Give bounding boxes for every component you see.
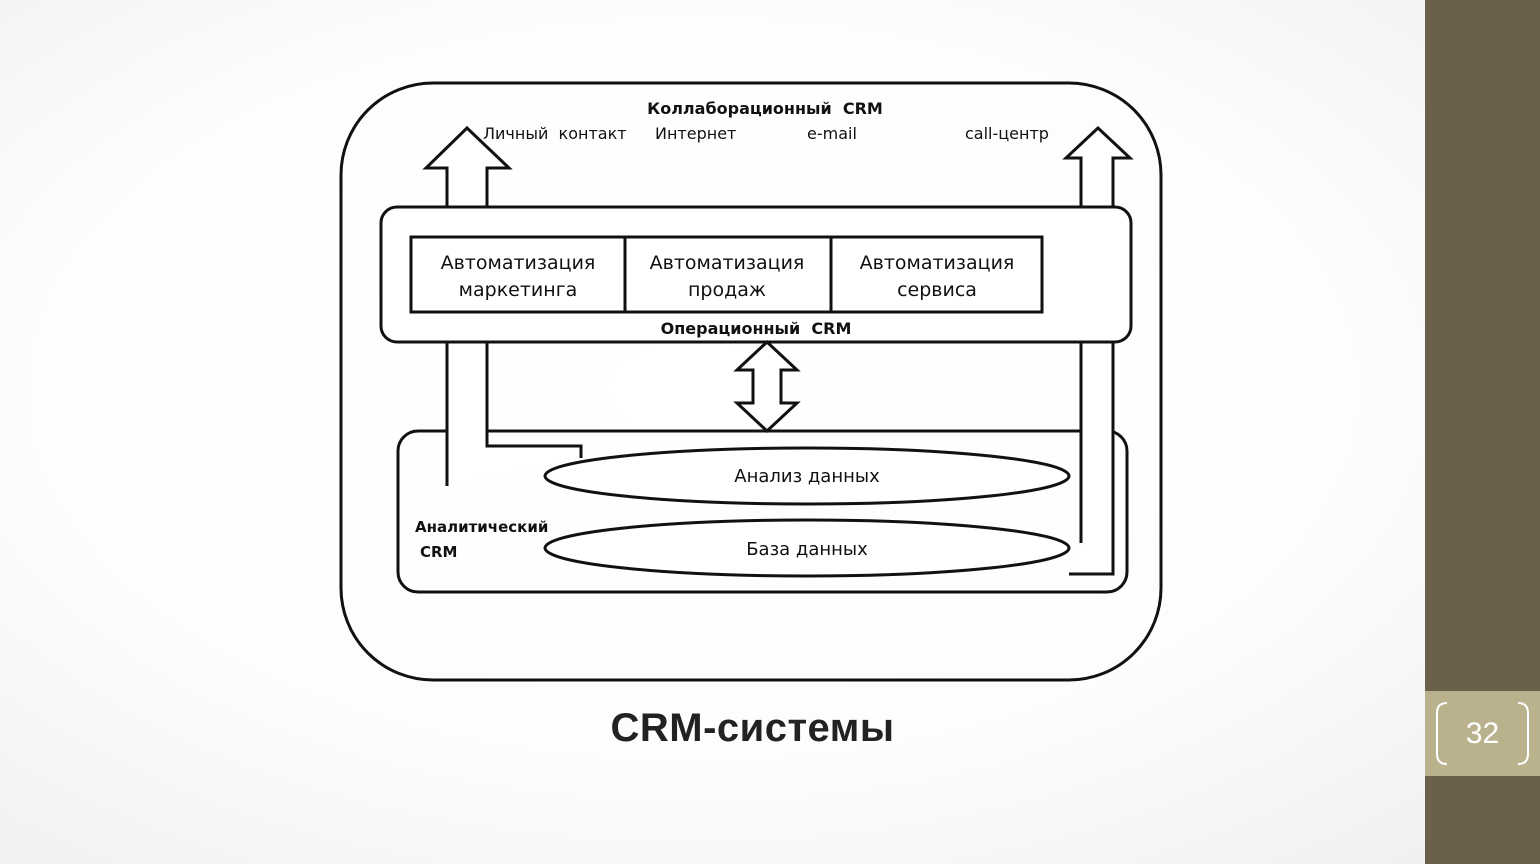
channel-call-center: call-центр — [965, 124, 1049, 143]
database-label: База данных — [746, 539, 868, 560]
crm-diagram: Коллаборационный CRM Личный контакт Инте… — [339, 81, 1163, 682]
collaborative-crm-frame — [339, 81, 1163, 682]
slide-title: CRM-системы — [610, 706, 895, 750]
marketing-automation-line1: Автоматизация — [441, 252, 596, 274]
analytical-crm-title-line1: Аналитический — [415, 518, 548, 536]
page-number: 32 — [1465, 717, 1500, 750]
operational-crm-band — [379, 205, 1133, 344]
sales-automation-line2: продаж — [688, 279, 766, 301]
analytical-crm-title-line2: CRM — [420, 543, 458, 561]
database-ellipse — [543, 518, 1071, 578]
service-automation-line2: сервиса — [897, 279, 977, 301]
collaborative-crm-title: Коллаборационный CRM — [647, 99, 883, 118]
channel-personal-contact: Личный контакт — [483, 124, 627, 143]
channel-email: e-mail — [807, 124, 857, 143]
marketing-automation-line2: маркетинга — [459, 279, 578, 301]
page-number-brackets — [1436, 702, 1529, 765]
double-arrow — [733, 339, 801, 434]
data-analysis-ellipse — [543, 446, 1071, 506]
channel-internet: Интернет — [655, 124, 736, 143]
data-analysis-label: Анализ данных — [734, 466, 880, 487]
operational-crm-title: Операционный CRM — [661, 319, 852, 338]
right-up-arrow — [1062, 125, 1134, 576]
service-automation-box — [829, 235, 1044, 314]
page-number-box — [1425, 691, 1540, 776]
sales-automation-line1: Автоматизация — [650, 252, 805, 274]
service-automation-line1: Автоматизация — [860, 252, 1015, 274]
